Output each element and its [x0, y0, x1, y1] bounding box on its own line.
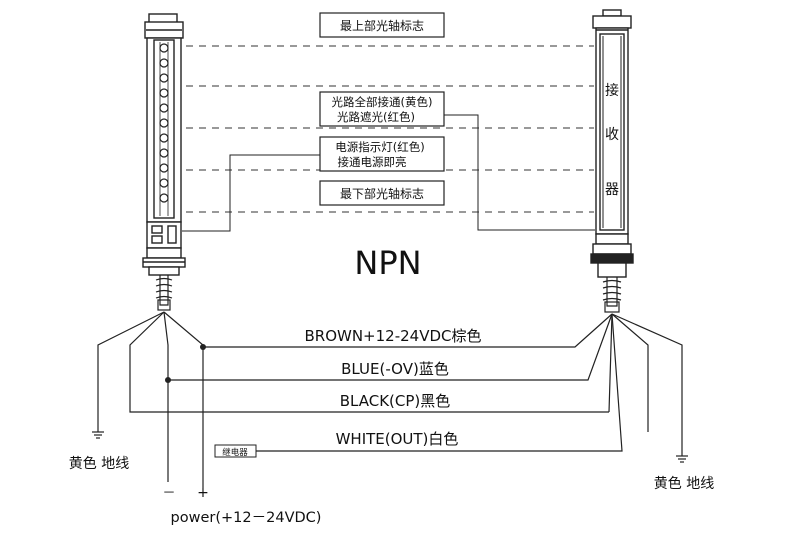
all-on-label-line1: 光路全部接通(黄色)	[332, 95, 433, 109]
leader-lines	[182, 114, 595, 232]
brown-wire-label: BROWN+12-24VDC棕色	[304, 327, 481, 345]
receiver-ground-wire	[611, 313, 683, 456]
minus-label: －	[162, 486, 175, 501]
relay-box	[214, 444, 257, 458]
bottom-axis-box	[319, 180, 445, 206]
relay-label: 继电器	[222, 447, 248, 458]
light-beams	[186, 45, 594, 213]
ground-label-left: 黄色 地线	[69, 455, 129, 472]
power-label-line1: 电源指示灯(红色)	[335, 140, 424, 154]
receiver-char: 器	[605, 182, 619, 198]
receiver-label: 接 收 器	[605, 82, 619, 198]
emitter-unit	[142, 13, 186, 276]
indicator-window	[151, 225, 163, 234]
power-indicator-box	[319, 136, 445, 172]
receiver-char: 接	[605, 82, 619, 99]
indicator-window	[151, 235, 163, 244]
white-wire-label: WHITE(OUT)白色	[336, 430, 459, 448]
power-label-line2: 接通电源即亮	[338, 155, 407, 169]
emitter-leds	[159, 43, 169, 203]
plus-label: +	[197, 485, 209, 501]
wire-labels: BROWN+12-24VDC棕色 BLUE(-OV)蓝色 BLACK(CP)黑色…	[304, 327, 481, 448]
emitter-cable-gland	[155, 275, 173, 311]
junction-dots	[165, 344, 206, 383]
black-wire	[129, 311, 609, 413]
annotation-text: 最上部光轴标志 光路全部接通(黄色) 光路遮光(红色) 电源指示灯(红色) 接通…	[332, 18, 433, 201]
brown-wire	[203, 313, 613, 348]
all-on-label-line2: 光路遮光(红色)	[337, 110, 415, 124]
receiver-char: 收	[605, 127, 619, 143]
ground-label-right: 黄色 地线	[654, 475, 714, 492]
plus-lead	[163, 311, 204, 488]
black-wire-label: BLACK(CP)黑色	[340, 392, 451, 410]
indicator-window	[167, 225, 177, 244]
white-wire	[256, 313, 623, 452]
minus-lead	[163, 311, 169, 482]
emitter-ground-wire	[97, 311, 165, 432]
bottom-axis-label: 最下部光轴标志	[340, 186, 424, 201]
all-on-box	[319, 91, 445, 127]
ground-icon	[92, 431, 104, 439]
wiring	[97, 311, 683, 488]
receiver-unit	[590, 9, 634, 278]
top-axis-label: 最上部光轴标志	[340, 18, 424, 33]
top-axis-box	[319, 12, 445, 38]
power-label: power(+12－24VDC)	[171, 510, 322, 526]
blue-wire	[168, 313, 613, 381]
ground-icon	[676, 455, 688, 463]
diagram-title: NPN	[354, 244, 421, 282]
blue-wire-label: BLUE(-OV)蓝色	[341, 360, 449, 378]
receiver-cable-gland	[602, 277, 622, 313]
annotation-boxes	[319, 12, 445, 206]
